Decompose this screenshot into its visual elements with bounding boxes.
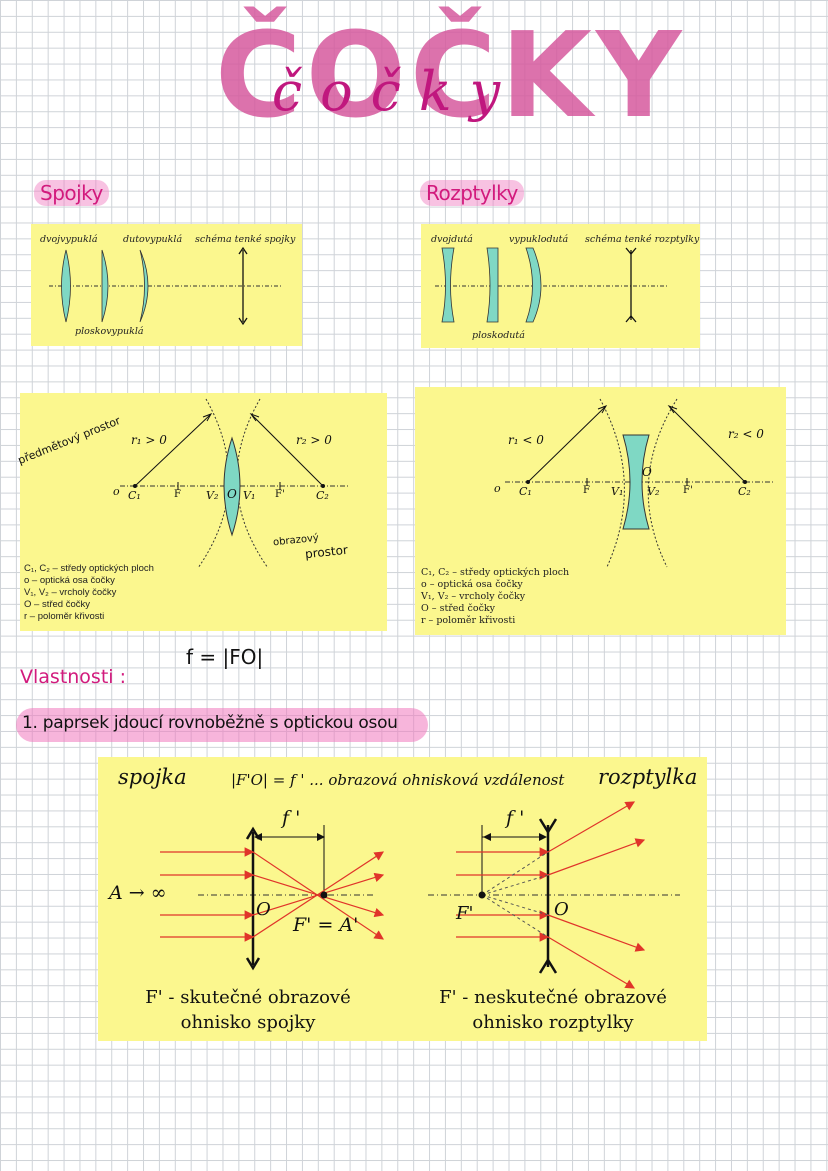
type-label: dutovypuklá <box>123 234 183 245</box>
point-label: C₁ <box>128 489 141 502</box>
f-equals-a-label: F' = A' <box>293 914 359 936</box>
title-main: ČOČKY <box>215 6 686 144</box>
convex-lens-diagram: r₁ > 0 r₂ > 0 o C₁ F V₂ O V₁ F' C₂ předm… <box>16 393 387 631</box>
f-prime-label: F' <box>456 903 474 924</box>
focal-distance-formula: |F'O| = f ' ... obrazová ohnisková vzdál… <box>231 771 565 789</box>
heading-rozptylky: Rozptylky <box>420 180 524 206</box>
point-label: F <box>174 489 181 500</box>
o-label-right: O <box>554 899 569 920</box>
r2-label: r₂ < 0 <box>728 427 764 441</box>
ray-rule-highlight <box>16 708 428 742</box>
spojka-title: spojka <box>118 765 187 789</box>
legend-line: C₁, C₂ – středy optických ploch <box>24 563 154 574</box>
point-label: V₁ <box>243 489 256 502</box>
convex-legend: C₁, C₂ – středy optických ploch o – opti… <box>24 563 154 623</box>
type-label: dvojvypuklá <box>40 234 98 245</box>
type-label: schéma tenké rozptylky <box>585 234 700 245</box>
ray-diagrams-svg <box>160 801 680 989</box>
type-label: vypuklodutá <box>509 234 569 245</box>
r2-label: r₂ > 0 <box>296 433 332 447</box>
spojky-types-panel: dvojvypuklá dutovypuklá schéma tenké spo… <box>31 224 302 346</box>
caption-converging: F' - skutečné obrazové ohnisko spojky <box>98 985 398 1035</box>
heading-spojky: Spojky <box>34 180 109 206</box>
concave-legend: C₁, C₂ – středy optických ploch o – opti… <box>421 567 569 627</box>
point-label: O <box>227 487 237 501</box>
f-label-right: f ' <box>506 807 525 829</box>
point-label: C₂ <box>738 485 751 498</box>
parallel-ray-panel: spojka |F'O| = f ' ... obrazová ohniskov… <box>98 757 707 1041</box>
a-infinity-label: A → ∞ <box>109 882 167 904</box>
caption-line: ohnisko spojky <box>180 1012 316 1033</box>
caption-diverging: F' - neskutečné obrazové ohnisko rozptyl… <box>403 985 703 1035</box>
point-label: C₁ <box>519 485 532 498</box>
title-script: čočky <box>271 60 519 123</box>
caption-line: F' - neskutečné obrazové <box>439 987 667 1008</box>
rozptylky-types-panel: dvojdutá vypuklodutá schéma tenké rozpty… <box>421 224 700 348</box>
caption-line: F' - skutečné obrazové <box>145 987 351 1008</box>
type-label: dvojdutá <box>431 234 473 245</box>
focal-length-formula: f = |FO| <box>186 645 264 669</box>
legend-line: r – poloměr křivosti <box>24 611 105 622</box>
point-label: V₂ <box>206 489 219 502</box>
point-label: V₂ <box>647 485 660 498</box>
concave-diagram-svg <box>505 398 773 568</box>
point-label: o <box>113 485 120 498</box>
point-label: F' <box>275 489 285 500</box>
page-title: ČOČKY čočky <box>215 0 686 175</box>
o-label-left: O <box>256 899 271 920</box>
vlastnosti-heading: Vlastnosti : <box>20 666 127 688</box>
type-label: ploskovypuklá <box>75 326 144 337</box>
point-label: O <box>642 465 652 479</box>
point-label: C₂ <box>316 489 329 502</box>
legend-line: r – poloměr křivosti <box>421 615 516 626</box>
f-label-left: f ' <box>282 807 301 829</box>
legend-line: V₁, V₂ – vrcholy čočky <box>421 591 526 602</box>
concave-lens-diagram: r₁ < 0 r₂ < 0 o C₁ F V₁ O V₂ F' C₂ C₁, C… <box>415 387 786 635</box>
r1-label: r₁ < 0 <box>508 433 544 447</box>
point-label: o <box>494 482 501 495</box>
legend-line: V₁, V₂ – vrcholy čočky <box>24 587 117 598</box>
convex-lenses-figure <box>49 246 281 326</box>
legend-line: O – střed čočky <box>421 603 496 614</box>
legend-line: o – optická osa čočky <box>421 579 523 590</box>
point-label: V₁ <box>611 485 624 498</box>
type-label: ploskodutá <box>472 330 525 341</box>
point-label: F <box>583 485 590 496</box>
legend-line: C₁, C₂ – středy optických ploch <box>421 567 570 578</box>
concave-lenses-figure <box>435 247 669 323</box>
convex-diagram-svg <box>120 398 350 569</box>
legend-line: o – optická osa čočky <box>24 575 115 586</box>
type-label: schéma tenké spojky <box>195 234 296 245</box>
caption-line: ohnisko rozptylky <box>472 1012 634 1033</box>
r1-label: r₁ > 0 <box>131 433 167 447</box>
ray-rule-1: 1. paprsek jdoucí rovnoběžně s optickou … <box>22 713 398 733</box>
point-label: F' <box>683 485 693 496</box>
rozptylka-title: rozptylka <box>598 765 698 789</box>
legend-line: O – střed čočky <box>24 599 90 610</box>
